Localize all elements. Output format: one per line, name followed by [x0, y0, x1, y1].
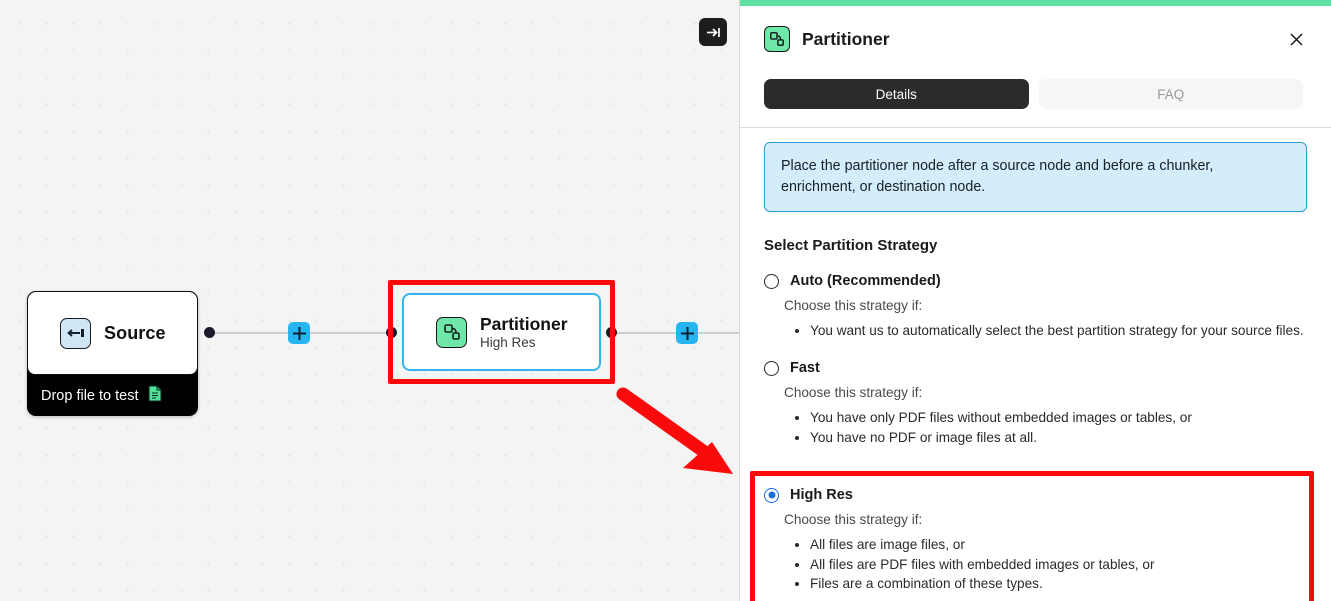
partitioner-icon — [436, 316, 467, 348]
panel-body[interactable]: Place the partitioner node after a sourc… — [740, 128, 1331, 601]
partitioner-icon — [764, 26, 790, 52]
node-partitioner-subtitle: High Res — [480, 335, 536, 351]
option-fast-label: Fast — [790, 360, 820, 377]
panel-divider — [740, 127, 1331, 128]
plus-icon — [292, 326, 306, 340]
workflow-canvas[interactable]: Source Drop file to test — [0, 0, 739, 601]
connector-dot-source-out[interactable] — [204, 327, 215, 338]
list-item: All files are PDF files with embedded im… — [810, 556, 1295, 575]
partition-graph-icon — [770, 32, 784, 46]
close-button[interactable] — [1283, 26, 1309, 52]
radio-fast[interactable] — [764, 360, 779, 376]
node-partitioner-wrapper[interactable]: Partitioner High Res — [388, 280, 615, 384]
document-green-icon — [147, 385, 162, 406]
radio-auto[interactable] — [764, 273, 779, 289]
info-banner: Place the partitioner node after a sourc… — [764, 142, 1307, 213]
option-high-res[interactable]: High Res Choose this strategy if: All fi… — [750, 471, 1314, 601]
node-source[interactable]: Source Drop file to test — [27, 291, 198, 416]
option-auto[interactable]: Auto (Recommended) Choose this strategy … — [764, 273, 1307, 341]
list-item: You have no PDF or image files at all. — [810, 429, 1307, 448]
panel-title: Partitioner — [802, 28, 890, 49]
node-partitioner-text: Partitioner High Res — [480, 314, 568, 350]
node-source-footer-label: Drop file to test — [41, 387, 139, 404]
option-auto-bullets: You want us to automatically select the … — [764, 322, 1307, 341]
list-item: All files are image files, or — [810, 536, 1295, 555]
add-node-button-2[interactable] — [676, 322, 698, 344]
option-high-res-bullets: All files are image files, or All files … — [764, 536, 1295, 594]
option-high-res-label: High Res — [790, 487, 853, 504]
collapse-panel-icon — [706, 27, 720, 37]
panel-tabs: Details FAQ — [740, 79, 1331, 109]
node-source-title: Source — [104, 322, 166, 343]
radio-high-res[interactable] — [764, 487, 779, 503]
node-source-footer[interactable]: Drop file to test — [27, 375, 198, 416]
option-high-res-hint: Choose this strategy if: — [784, 512, 923, 528]
panel-header: Partitioner — [740, 6, 1331, 72]
tab-faq[interactable]: FAQ — [1038, 79, 1303, 109]
arrow-into-box-icon — [66, 329, 84, 337]
node-partitioner-title: Partitioner — [480, 313, 568, 334]
option-fast-head[interactable]: Fast — [764, 360, 1307, 376]
list-item: You have only PDF files without embedded… — [810, 409, 1307, 428]
close-icon — [1289, 32, 1303, 46]
annotation-arrow-icon — [616, 387, 733, 474]
source-input-icon — [60, 317, 91, 349]
section-label-partition-strategy: Select Partition Strategy — [764, 237, 938, 255]
option-auto-head[interactable]: Auto (Recommended) — [764, 273, 1307, 289]
option-fast-hint: Choose this strategy if: — [784, 385, 923, 401]
option-auto-label: Auto (Recommended) — [790, 273, 941, 290]
option-fast-bullets: You have only PDF files without embedded… — [764, 409, 1307, 447]
partition-graph-icon — [443, 324, 460, 340]
details-panel: Partitioner Details FAQ Place the partit… — [739, 0, 1331, 601]
node-partitioner[interactable]: Partitioner High Res — [402, 293, 601, 371]
option-high-res-head[interactable]: High Res — [764, 487, 1295, 503]
option-auto-hint: Choose this strategy if: — [784, 298, 923, 314]
tab-details[interactable]: Details — [764, 79, 1029, 109]
list-item: You want us to automatically select the … — [810, 322, 1307, 341]
plus-icon — [680, 326, 694, 340]
option-fast[interactable]: Fast Choose this strategy if: You have o… — [764, 360, 1307, 447]
list-item: Files are a combination of these types. — [810, 575, 1295, 594]
panel-accent-bar — [740, 0, 1331, 6]
add-node-button-1[interactable] — [288, 322, 310, 344]
collapse-panel-button[interactable] — [699, 18, 727, 46]
node-source-body: Source — [27, 291, 198, 375]
